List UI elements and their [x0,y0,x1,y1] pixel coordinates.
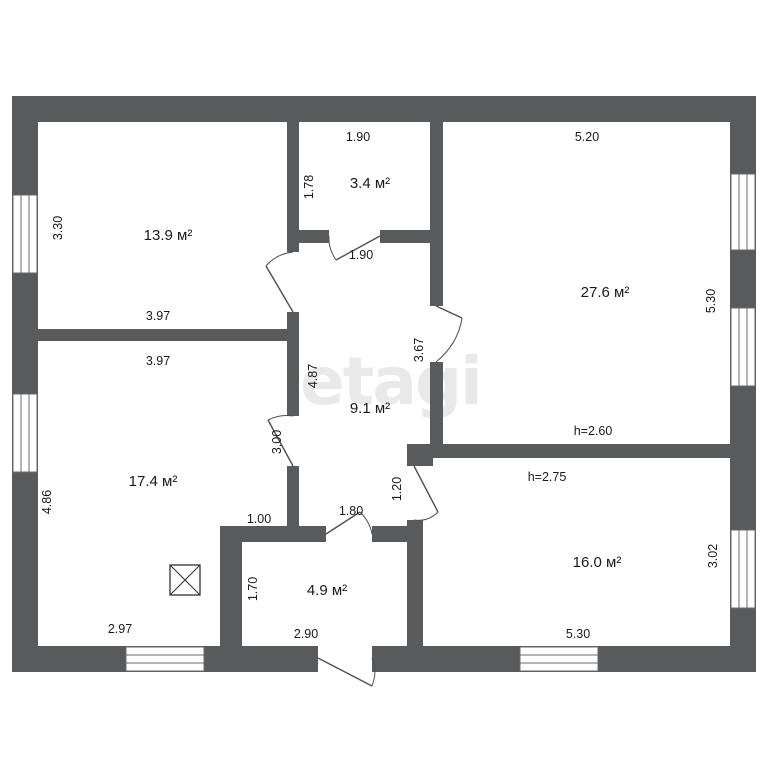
window-right-middle [730,307,756,387]
room-left-lower-dim-bottom: 2.97 [108,622,132,636]
room-left-lower-area: 17.4 м² [129,473,178,490]
room-bottom-right-dim-height: 3.02 [706,544,720,568]
wall-small-right [430,122,443,306]
room-small-top-dim-bottom: 1.90 [349,248,373,262]
hallway-dim-bottom: 1.80 [339,504,363,518]
door-entrance [317,645,376,687]
room-big-right-dim-height: 5.30 [704,289,718,313]
door-bottom-right-room [406,465,439,521]
wall-small-bottom-left [287,230,329,243]
wall-left-hall-lower [287,466,299,526]
window-bottom-right [519,646,599,672]
room-bottom-small-dim-width: 2.90 [294,627,318,641]
wall-bs-top-left [220,526,326,542]
room-bottom-right-area: 16.0 м² [573,554,622,571]
door-left-lower-room [267,415,300,467]
door-bottom-small-room [325,511,373,543]
wall-hall-big-right [430,362,443,446]
door-top-left-room [265,251,300,313]
hallway-dim-right: 3.67 [412,338,426,362]
wall-bs-top-right [372,526,422,542]
room-small-top-area: 3.4 м² [350,175,390,192]
room-top-left-dim-width: 3.97 [146,309,170,323]
room-left-lower-dim-height: 4.86 [40,490,54,514]
window-bottom-left [125,646,205,672]
window-right-lower [730,529,756,609]
room-left-lower-dim-notch: 1.00 [247,512,271,526]
room-small-top-dim-top: 1.90 [346,130,370,144]
door-small-room [328,229,381,261]
room-big-right-dim-top: 5.20 [575,130,599,144]
windows [12,173,756,672]
room-bottom-small-area: 4.9 м² [307,582,347,599]
wall-tl-bl [38,329,290,341]
ventilation-shaft-icon [169,564,201,596]
room-bottom-small-dim-height: 1.70 [246,577,260,601]
hallway-area: 9.1 м² [350,400,390,417]
outer-wall-bottom [12,646,756,672]
room-bottom-right-ceiling: h=2.75 [528,470,567,484]
room-left-lower-dim-door: 3.00 [270,430,284,454]
window-left-upper [12,194,38,274]
hallway-dim-corner: 1.20 [390,477,404,501]
room-top-left-dim-height: 3.30 [51,216,65,240]
room-small-top-dim-height: 1.78 [302,175,316,199]
hallway-dim-left: 4.87 [306,364,320,388]
room-big-right-ceiling: h=2.60 [574,424,613,438]
wall-small-bottom-right [380,230,432,243]
wall-bs-left [220,526,242,650]
room-big-right-area: 27.6 м² [581,284,630,301]
room-top-left-area: 13.9 м² [144,227,193,244]
door-big-room [429,305,463,363]
outer-wall-left [12,96,38,672]
window-left-lower [12,393,38,473]
room-bottom-right-dim-width: 5.30 [566,627,590,641]
wall-tl-hall [287,312,299,416]
room-left-lower-dim-top: 3.97 [146,354,170,368]
doors [265,229,463,687]
window-right-upper [730,173,756,251]
wall-corner-block [407,444,433,466]
watermark: etagi [300,343,481,420]
outer-wall-top [12,96,756,122]
wall-tl-small [287,122,299,252]
wall-br-left [407,520,423,650]
walls [12,96,756,672]
wall-big-bottom [430,444,730,458]
